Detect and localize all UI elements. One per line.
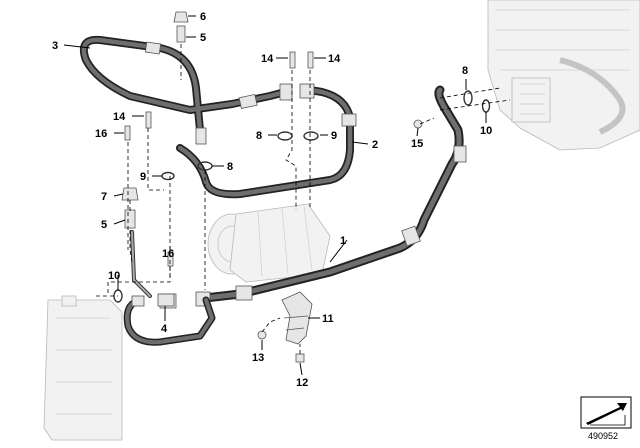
callout-15: 15 (411, 138, 423, 150)
assembly-dash-lines (96, 44, 511, 354)
callout-9-center: 9 (331, 130, 337, 142)
callout-16-bottom: 16 (162, 248, 174, 260)
small-fittings (113, 11, 491, 363)
callout-5-top: 5 (200, 32, 206, 44)
ac-compressor (207, 203, 331, 283)
callout-8-center: 8 (256, 130, 262, 142)
orientation-arrow-icon (580, 396, 632, 429)
callout-labels: 1 2 3 4 5 5 6 7 8 8 8 9 9 10 10 11 12 13… (52, 11, 492, 389)
leader-lines (63, 15, 487, 376)
callout-10-left: 10 (108, 270, 120, 282)
callout-2: 2 (372, 139, 378, 151)
hose-line-3 (79, 35, 289, 145)
callout-6: 6 (200, 11, 206, 23)
callout-13: 13 (252, 352, 264, 364)
callout-16-top: 16 (95, 128, 107, 140)
callout-8-right: 8 (462, 65, 468, 77)
callout-3: 3 (52, 40, 58, 52)
callout-14-right: 14 (328, 53, 341, 65)
callout-7: 7 (101, 191, 107, 203)
callout-4: 4 (161, 323, 168, 335)
callout-1: 1 (340, 235, 346, 247)
callout-14-left: 14 (261, 53, 274, 65)
condenser-unit (43, 295, 123, 441)
callout-9-left: 9 (140, 171, 146, 183)
callout-8-left: 8 (227, 161, 233, 173)
callout-10-right: 10 (480, 125, 492, 137)
callout-11: 11 (322, 313, 334, 325)
condenser-pipe (130, 230, 152, 298)
callout-5-lower: 5 (101, 219, 107, 231)
evaporator-unit (487, 0, 640, 151)
hose-line-1 (195, 85, 467, 307)
callout-14-small: 14 (113, 111, 126, 123)
hose-line-2 (176, 83, 357, 199)
callout-12: 12 (296, 377, 308, 389)
holder-bracket (281, 291, 313, 345)
diagram-reference-number: 490952 (588, 431, 619, 441)
